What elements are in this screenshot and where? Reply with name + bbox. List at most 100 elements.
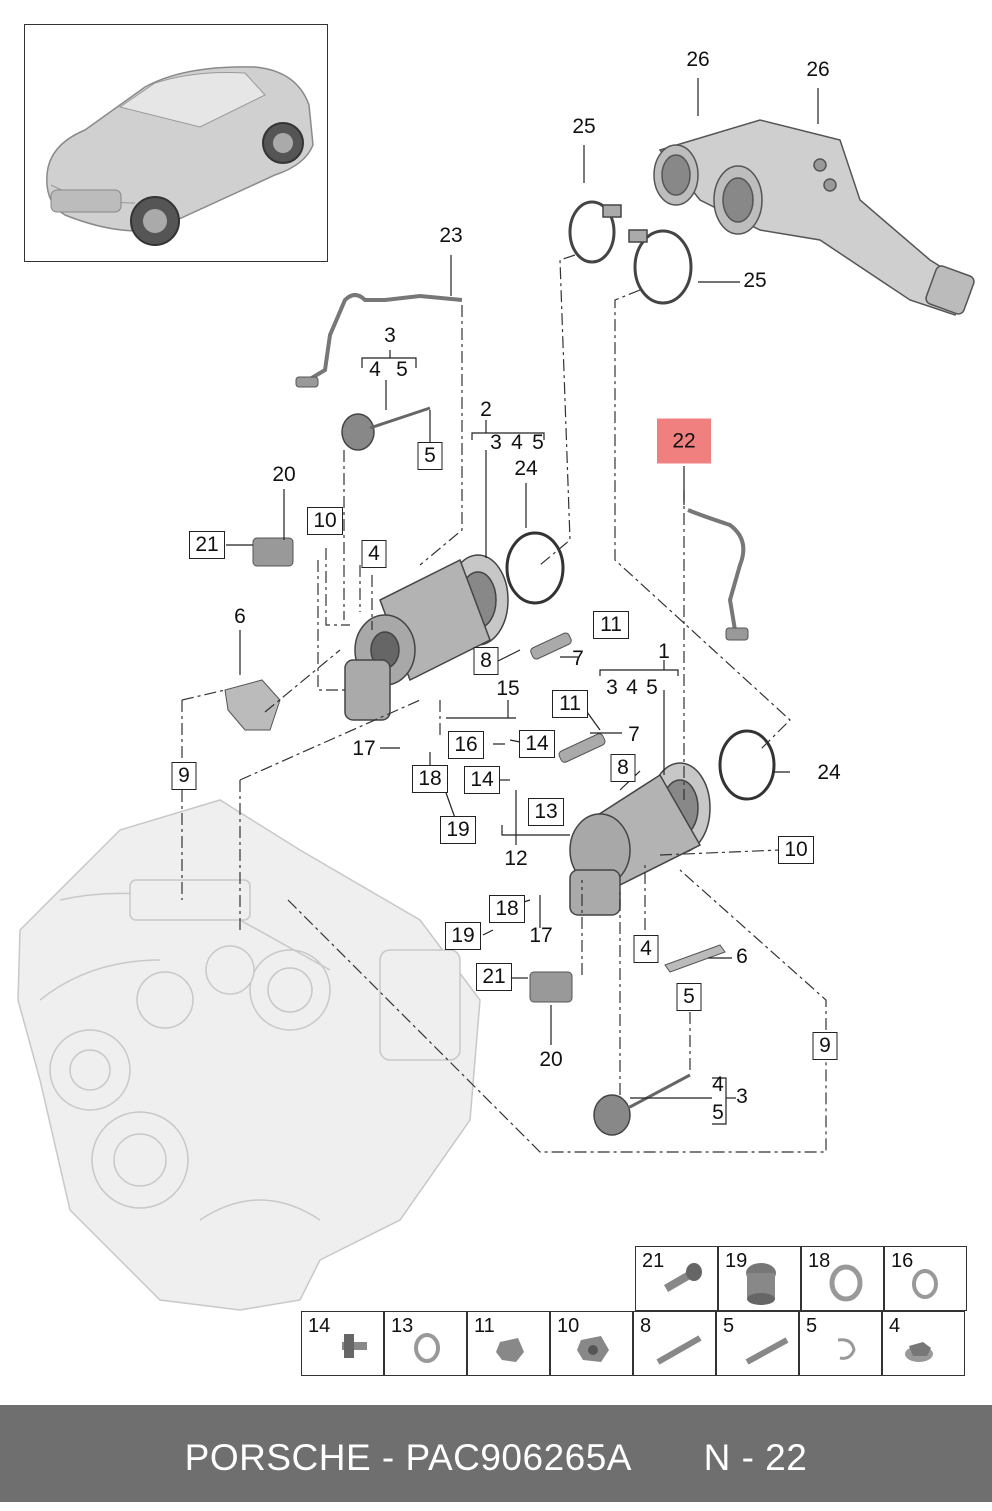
callout-5-turbo-upper[interactable]: 5 [532, 431, 544, 454]
bolt-icon [664, 1263, 702, 1292]
legend-number: 8 [640, 1315, 652, 1337]
callout-box-22-highlighted[interactable]: 22 [657, 418, 711, 464]
leader-lines [181, 254, 827, 1153]
callout-17-lower[interactable]: 17 [529, 924, 553, 947]
clip-icon [837, 1338, 856, 1360]
callout-4-turbo-lower[interactable]: 4 [626, 676, 638, 699]
callout-25-upper[interactable]: 25 [572, 115, 596, 138]
legend-cell-8[interactable]: 8 [633, 1311, 716, 1376]
vehicle-thumbnail [24, 24, 328, 262]
stud-icon [656, 1335, 702, 1365]
callout-box-8-upper[interactable]: 8 [473, 647, 499, 675]
legend-number: 21 [642, 1250, 665, 1272]
callout-box-19-lower[interactable]: 19 [445, 922, 481, 950]
callout-4-lower[interactable]: 4 [712, 1073, 724, 1096]
callout-box-14-lower[interactable]: 14 [464, 766, 500, 794]
catalytic-converter-illustration [653, 119, 975, 316]
gasket-24-upper [505, 531, 565, 605]
sensor-22-plug [725, 627, 749, 641]
seal-ring-icon [912, 1269, 938, 1299]
legend-number: 16 [891, 1250, 914, 1272]
callout-15[interactable]: 15 [496, 677, 520, 700]
callout-box-18-lower[interactable]: 18 [489, 895, 525, 923]
turbocharger-upper-illustration [344, 554, 509, 721]
callout-3-lower[interactable]: 3 [736, 1085, 748, 1108]
legend-number: 11 [474, 1315, 495, 1337]
footer-banner: PORSCHE - PAC906265A N - 22 [0, 1405, 992, 1502]
actuator-illustrations [341, 406, 691, 1136]
pipe-7-upper [530, 632, 572, 660]
sensor-22-cable [687, 508, 746, 631]
callout-26-right[interactable]: 26 [806, 58, 830, 81]
callout-box-21-upper[interactable]: 21 [189, 531, 225, 559]
callout-3-upper[interactable]: 3 [384, 324, 396, 347]
legend-cell-13[interactable]: 13 [384, 1311, 467, 1376]
callout-box-5-lower[interactable]: 5 [676, 983, 702, 1011]
callout-box-8-lower[interactable]: 8 [610, 754, 636, 782]
callout-26-left[interactable]: 26 [686, 48, 710, 71]
legend-cell-16[interactable]: 16 [884, 1246, 967, 1311]
stud-icon [745, 1337, 789, 1365]
callout-23[interactable]: 23 [439, 224, 463, 247]
clamp-illustrations [568, 200, 693, 305]
callout-7-upper[interactable]: 7 [572, 647, 584, 670]
bolt-icon [342, 1334, 367, 1358]
sensor-23-plug [295, 376, 319, 388]
callout-7-lower[interactable]: 7 [628, 723, 640, 746]
callout-6-lower[interactable]: 6 [736, 945, 748, 968]
callout-24-lower[interactable]: 24 [817, 761, 841, 784]
callout-20-lower[interactable]: 20 [539, 1048, 563, 1071]
callout-1[interactable]: 1 [658, 640, 670, 663]
callout-box-9-lower[interactable]: 9 [812, 1032, 838, 1060]
callout-box-19-upper[interactable]: 19 [440, 816, 476, 844]
callout-box-4-upper[interactable]: 4 [361, 540, 387, 568]
callout-4-upper[interactable]: 4 [369, 358, 381, 381]
callout-box-10-lower[interactable]: 10 [778, 836, 814, 864]
callout-5-lower[interactable]: 5 [712, 1101, 724, 1124]
callout-box-11-upper[interactable]: 11 [593, 611, 629, 639]
callout-box-21-lower[interactable]: 21 [476, 963, 512, 991]
callout-box-11-lower[interactable]: 11 [552, 690, 588, 718]
callout-5-turbo-lower[interactable]: 5 [646, 676, 658, 699]
callout-box-16[interactable]: 16 [448, 731, 484, 759]
gasket-6-lower [664, 944, 726, 973]
flange-nut-icon [905, 1342, 933, 1362]
callout-3-turbo-upper[interactable]: 3 [490, 431, 502, 454]
engine-block-illustration [17, 799, 481, 1311]
callout-6-upper[interactable]: 6 [234, 605, 246, 628]
callout-box-9-upper[interactable]: 9 [171, 762, 197, 790]
callout-4-turbo-upper[interactable]: 4 [511, 431, 523, 454]
legend-number: 5 [723, 1315, 735, 1337]
legend-cell-5-stud[interactable]: 5 [716, 1311, 799, 1376]
callout-box-5-upper[interactable]: 5 [417, 442, 443, 470]
callout-box-13[interactable]: 13 [528, 798, 564, 826]
callout-box-18-upper[interactable]: 18 [412, 765, 448, 793]
legend-number: 14 [308, 1315, 331, 1337]
footer-title: PORSCHE - PAC906265A N - 22 [0, 1405, 992, 1502]
legend-number: 4 [889, 1315, 901, 1337]
callout-25-lower[interactable]: 25 [743, 269, 767, 292]
nut-icon [577, 1336, 609, 1362]
legend-cell-5-clip[interactable]: 5 [799, 1311, 882, 1376]
bracket-20-upper [252, 537, 294, 567]
legend-cell-10[interactable]: 10 [550, 1311, 633, 1376]
callout-24-upper[interactable]: 24 [514, 457, 538, 480]
legend-cell-21[interactable]: 21 [635, 1246, 718, 1311]
legend-cell-19[interactable]: 19 [718, 1246, 801, 1311]
callout-2[interactable]: 2 [480, 398, 492, 421]
legend-cell-14[interactable]: 14 [301, 1311, 384, 1376]
bracket-20-lower [529, 971, 573, 1003]
legend-cell-11[interactable]: 11 [467, 1311, 550, 1376]
callout-12[interactable]: 12 [504, 847, 528, 870]
callout-3-turbo-lower[interactable]: 3 [606, 676, 618, 699]
legend-number: 18 [808, 1250, 831, 1272]
callout-box-14-upper[interactable]: 14 [519, 730, 555, 758]
legend-cell-4[interactable]: 4 [882, 1311, 965, 1376]
callout-17-upper[interactable]: 17 [352, 737, 376, 760]
callout-5-upper[interactable]: 5 [396, 358, 408, 381]
legend-cell-18[interactable]: 18 [801, 1246, 884, 1311]
callout-20-upper[interactable]: 20 [272, 463, 296, 486]
callout-box-4-lower[interactable]: 4 [633, 935, 659, 963]
callout-box-10-upper[interactable]: 10 [307, 507, 343, 535]
gasket-6-upper [224, 679, 281, 731]
